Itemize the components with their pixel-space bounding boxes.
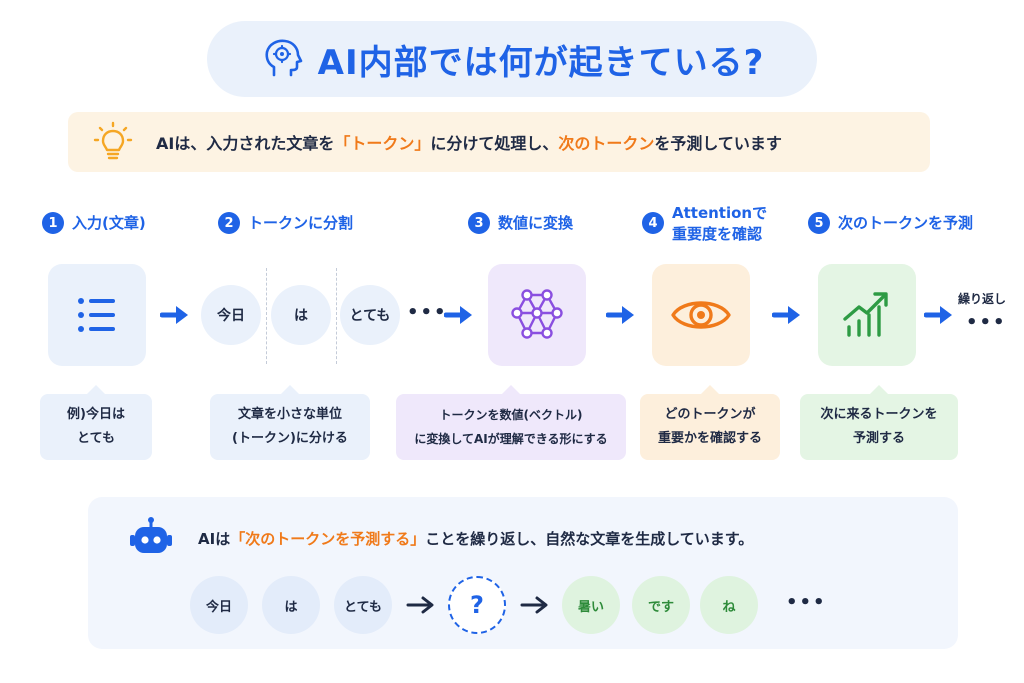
step-number: 1 — [42, 212, 64, 234]
step-label: 数値に変換 — [498, 214, 574, 232]
list-icon — [78, 298, 115, 332]
arrow-right-icon — [406, 596, 434, 614]
callout-step-4: どのトークンが 重要かを確認する — [640, 385, 780, 460]
callout-line2: に変換してAIが理解できる形にする — [414, 432, 608, 446]
callout-line1: どのトークンが — [664, 407, 756, 422]
intro-part2: に分けて処理し、 — [430, 134, 559, 153]
output-token-chip: です — [632, 576, 690, 634]
callout-line1: 次に来るトークンを — [820, 407, 938, 422]
intro-text: AIは、入力された文章を「トークン」に分けて処理し、次のトークンを予測しています — [156, 130, 782, 154]
summary-highlight: 「次のトークンを予測する」 — [230, 530, 426, 548]
step-number: 2 — [218, 212, 240, 234]
step-label: トークンに分割 — [248, 214, 354, 232]
repeat-ellipsis: ••• — [966, 312, 1007, 333]
callout-step-3: トークンを数値(ベクトル) に変換してAIが理解できる形にする — [396, 385, 626, 460]
callout-line1: 例)今日は — [67, 407, 125, 422]
step-3-box — [488, 264, 586, 366]
ellipsis: ••• — [407, 302, 448, 323]
summary-part2: ことを繰り返し、自然な文章を生成しています。 — [425, 530, 754, 548]
page-title: AI内部では何が起きている? — [317, 42, 765, 83]
summary-text: AIは「次のトークンを予測する」ことを繰り返し、自然な文章を生成しています。 — [198, 528, 753, 549]
step-4-header: 4 Attentionで重要度を確認 — [642, 203, 767, 245]
output-token-chip: 暑い — [562, 576, 620, 634]
head-brain-icon — [265, 39, 302, 77]
input-token-chip: は — [262, 576, 320, 634]
intro-part1: AIは、入力された文章を — [156, 134, 335, 153]
step-3-header: 3 数値に変換 — [468, 212, 573, 234]
step-4-box — [652, 264, 750, 366]
input-token-chip: 今日 — [190, 576, 248, 634]
callout-line1: トークンを数値(ベクトル) — [439, 408, 583, 422]
repeat-label: 繰り返し — [958, 292, 1007, 306]
summary-part1: AIは — [198, 530, 231, 548]
title-banner: AI内部では何が起きている? — [207, 21, 817, 97]
step-2-header: 2 トークンに分割 — [218, 212, 353, 234]
intro-part3: を予測しています — [654, 134, 782, 153]
callout-line2: (トークン)に分ける — [232, 431, 348, 446]
step-5-box — [818, 264, 916, 366]
arrow-right-icon — [160, 306, 188, 324]
arrow-right-icon — [772, 306, 800, 324]
token-chip: とても — [340, 285, 400, 345]
intro-highlight-next-token: 次のトークン — [558, 134, 655, 153]
lightbulb-icon — [93, 121, 133, 160]
arrow-right-icon — [924, 306, 952, 324]
robot-icon — [130, 517, 172, 553]
callout-line1: 文章を小さな単位 — [237, 407, 342, 422]
callout-step-2: 文章を小さな単位 (トークン)に分ける — [210, 385, 370, 460]
summary-ellipsis: ••• — [786, 592, 827, 613]
callout-line2: 重要かを確認する — [657, 431, 762, 446]
callout-line2: 予測する — [852, 431, 905, 446]
step-number: 4 — [642, 212, 664, 234]
network-icon — [511, 289, 563, 339]
callout-line2: とても — [77, 431, 115, 446]
growth-chart-icon — [843, 292, 888, 337]
token-chip: は — [271, 285, 331, 345]
step-number: 5 — [808, 212, 830, 234]
callout-step-5: 次に来るトークンを 予測する — [800, 385, 958, 460]
eye-icon — [671, 301, 731, 329]
predicted-token-placeholder: ? — [448, 576, 506, 634]
arrow-right-icon — [444, 306, 472, 324]
arrow-right-icon — [520, 596, 548, 614]
step-1-box — [48, 264, 146, 366]
step-label-line2: 重要度を確認 — [672, 225, 763, 243]
step-number: 3 — [468, 212, 490, 234]
step-1-header: 1 入力(文章) — [42, 212, 146, 234]
callout-step-1: 例)今日は とても — [40, 385, 152, 460]
input-token-chip: とても — [334, 576, 392, 634]
arrow-right-icon — [606, 306, 634, 324]
intro-highlight-token: 「トークン」 — [334, 134, 431, 153]
step-label: 入力(文章) — [72, 214, 146, 232]
token-chip: 今日 — [201, 285, 261, 345]
step-label-line1: Attentionで — [672, 204, 768, 222]
token-divider — [266, 268, 267, 364]
intro-banner: AIは、入力された文章を「トークン」に分けて処理し、次のトークンを予測しています — [68, 112, 930, 172]
step-label: 次のトークンを予測 — [838, 214, 974, 232]
output-token-chip: ね — [700, 576, 758, 634]
step-5-header: 5 次のトークンを予測 — [808, 212, 973, 234]
token-divider — [336, 268, 337, 364]
